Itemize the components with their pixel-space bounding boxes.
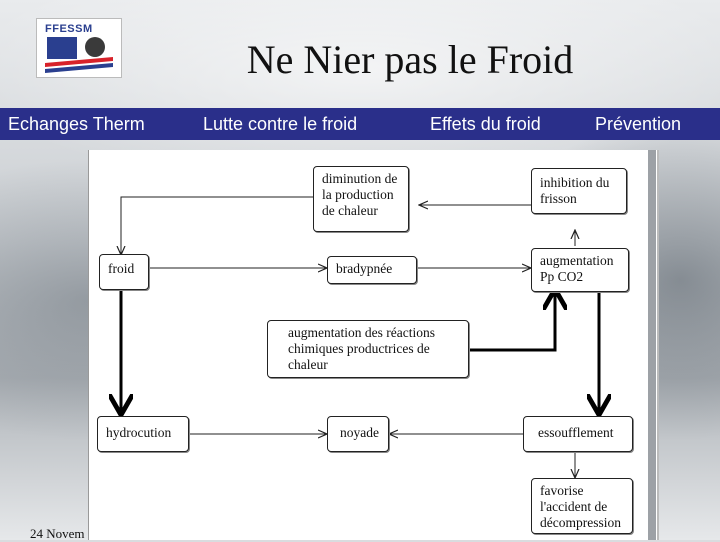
- logo-graphic: [37, 19, 121, 77]
- nav-item-prevention[interactable]: Prévention: [595, 114, 681, 135]
- nav-item-effets[interactable]: Effets du froid: [430, 114, 541, 135]
- thick-arrow-reactions-to-co2: [469, 292, 555, 350]
- nav-item-echanges[interactable]: Echanges Therm: [8, 114, 145, 135]
- line-diminution-to-froid: [121, 197, 313, 255]
- box-hydrocution: hydrocution: [97, 416, 189, 452]
- box-froid: froid: [99, 254, 149, 290]
- slide-title: Ne Nier pas le Froid: [200, 36, 620, 83]
- box-essoufflement: essoufflement: [523, 416, 633, 452]
- ffessm-logo: FFESSM: [36, 18, 122, 78]
- box-reactions: augmentation des réactions chimiques pro…: [267, 320, 469, 378]
- box-bradypnee: bradypnée: [327, 256, 417, 284]
- nav-item-lutte[interactable]: Lutte contre le froid: [203, 114, 357, 135]
- diagram-shadow: [648, 150, 656, 540]
- box-augmentation-co2: augmentation Pp CO2: [531, 248, 629, 292]
- box-accident: favorise l'accident de décompression: [531, 478, 633, 534]
- box-inhibition: inhibition du frisson: [531, 168, 627, 214]
- nav-bar: Echanges Therm Lutte contre le froid Eff…: [0, 108, 720, 140]
- diagram-panel: diminution de la production de chaleur i…: [88, 150, 657, 540]
- box-diminution: diminution de la production de chaleur: [313, 166, 409, 232]
- box-noyade: noyade: [327, 416, 389, 452]
